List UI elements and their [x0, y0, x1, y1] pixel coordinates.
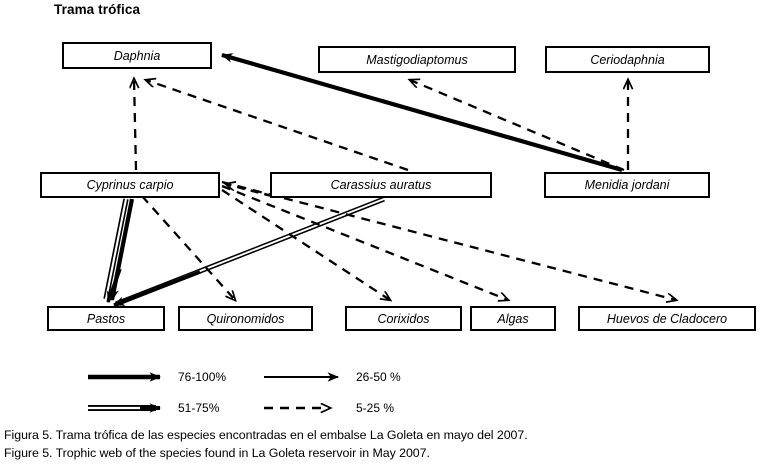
arrow-carassius-to-daphnia — [146, 80, 409, 172]
node-mastigodiaptomus[interactable]: Mastigodiaptomus — [318, 46, 516, 73]
caption-spanish: Figura 5. Trama trófica de las especies … — [4, 428, 528, 442]
arrow-cyprinus-to-daphnia — [134, 79, 136, 171]
arrow-cyprinus-to-pastos-double — [103, 198, 129, 303]
node-label: Huevos de Cladocero — [606, 311, 728, 326]
node-menidia-jordani[interactable]: Menidia jordani — [544, 172, 710, 198]
node-label: Carassius auratus — [330, 178, 432, 192]
node-label: Menidia jordani — [584, 178, 670, 192]
node-label: Pastos — [86, 311, 126, 326]
node-daphnia[interactable]: Daphnia — [62, 42, 212, 69]
arrow-cyprinus-to-algas — [221, 184, 508, 300]
node-corixidos[interactable]: Corixidos — [345, 306, 462, 331]
node-label: Quironomidos — [206, 311, 285, 326]
legend-label-51-75: 51-75% — [178, 401, 220, 415]
arrow-carassius-to-pastos-double — [113, 196, 385, 307]
node-pastos[interactable]: Pastos — [47, 306, 165, 331]
legend-label-76-100: 76-100% — [178, 370, 227, 384]
node-ceriodaphnia[interactable]: Ceriodaphnia — [545, 46, 710, 73]
arrow-cyprinus-to-corixidos — [221, 189, 390, 300]
arrow-menidia-to-mastigodiaptomus — [410, 80, 625, 172]
node-label: Daphnia — [113, 48, 161, 63]
legend-label-26-50: 26-50 % — [356, 370, 401, 384]
arrow-menidia-to-daphnia — [221, 52, 623, 173]
arrow-cyprinus-to-quironomidos — [141, 195, 235, 300]
node-huevos-de-cladocero[interactable]: Huevos de Cladocero — [578, 306, 756, 331]
node-label: Algas — [497, 311, 529, 326]
arrow-cyprinus-to-huevos — [221, 180, 676, 300]
node-carassius-auratus[interactable]: Carassius auratus — [270, 172, 492, 198]
caption-english: Figure 5. Trophic web of the species fou… — [4, 446, 430, 460]
node-label: Corixidos — [377, 311, 430, 326]
page-title: Trama trófica — [54, 2, 141, 17]
legend-label-5-25: 5-25 % — [356, 401, 395, 415]
node-label: Cyprinus carpio — [86, 178, 174, 192]
node-cyprinus-carpio[interactable]: Cyprinus carpio — [40, 172, 220, 198]
arrow-carassius-to-cyprinus — [226, 184, 273, 198]
node-label: Mastigodiaptomus — [366, 52, 468, 67]
node-label: Ceriodaphnia — [590, 52, 665, 67]
node-quironomidos[interactable]: Quironomidos — [178, 306, 313, 331]
node-algas[interactable]: Algas — [470, 306, 556, 331]
